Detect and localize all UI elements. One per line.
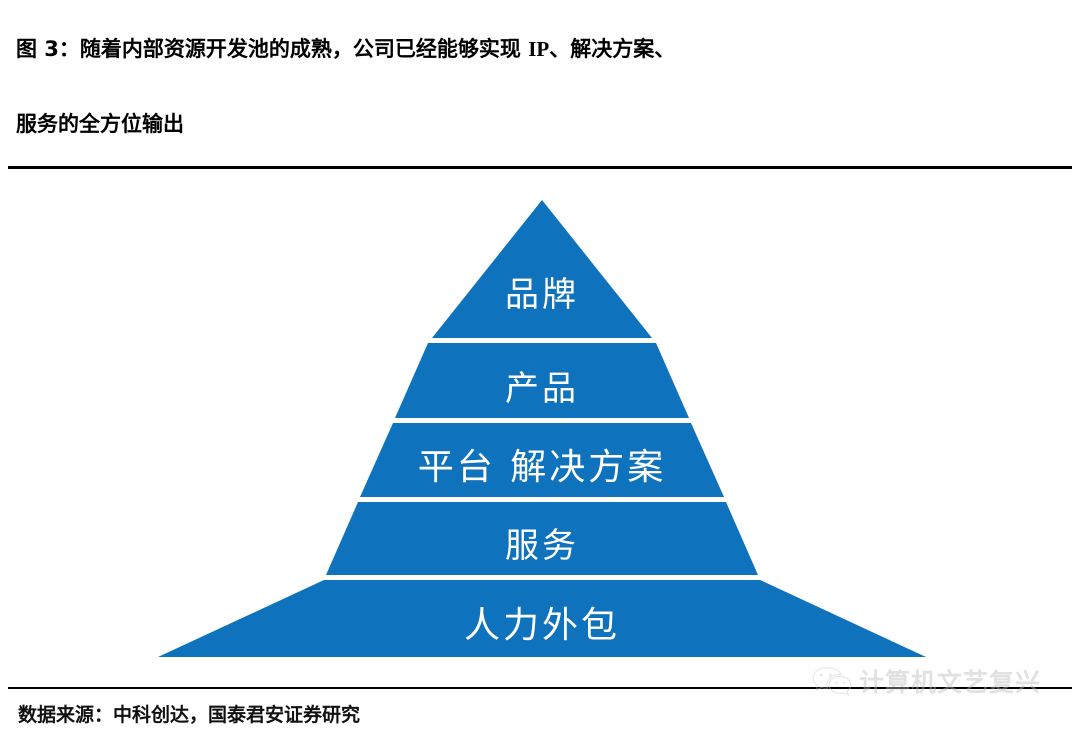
pyramid-chart: 品牌 产品 平台 解决方案 服务 人力外包 bbox=[0, 172, 1080, 682]
title-segment-latin: IP bbox=[528, 37, 550, 61]
pyramid-tier-3-shape[interactable] bbox=[360, 423, 724, 497]
pyramid-svg: 品牌 产品 平台 解决方案 服务 人力外包 bbox=[158, 200, 926, 657]
pyramid-tier-1-label: 品牌 bbox=[505, 275, 579, 315]
pyramid-tier-4-label: 服务 bbox=[505, 526, 579, 566]
pyramid-tier-2-shape[interactable] bbox=[395, 343, 689, 418]
pyramid-tier-5-label: 人力外包 bbox=[464, 605, 620, 646]
title-line-2: 服务的全方位输出 bbox=[16, 112, 184, 136]
page-title: 图 3：随着内部资源开发池的成熟，公司已经能够实现 IP、解决方案、服务的全方位… bbox=[16, 12, 1066, 162]
pyramid-tier-2-label: 产品 bbox=[505, 369, 579, 409]
pyramid-tier-3-label: 平台 解决方案 bbox=[418, 447, 666, 488]
title-segment-post: 、解决方案、 bbox=[549, 37, 676, 61]
footer-divider bbox=[8, 687, 1072, 689]
title-segment-pre: 图 3：随着内部资源开发池的成熟，公司已经能够实现 bbox=[16, 37, 529, 61]
source-note: 数据来源：中科创达，国泰君安证券研究 bbox=[18, 704, 361, 726]
pyramid-tier-5-shape[interactable] bbox=[158, 580, 926, 657]
pyramid-tier-4-shape[interactable] bbox=[326, 502, 758, 575]
header-divider bbox=[8, 166, 1072, 169]
pyramid-tier-1-shape-wide[interactable] bbox=[432, 200, 652, 338]
